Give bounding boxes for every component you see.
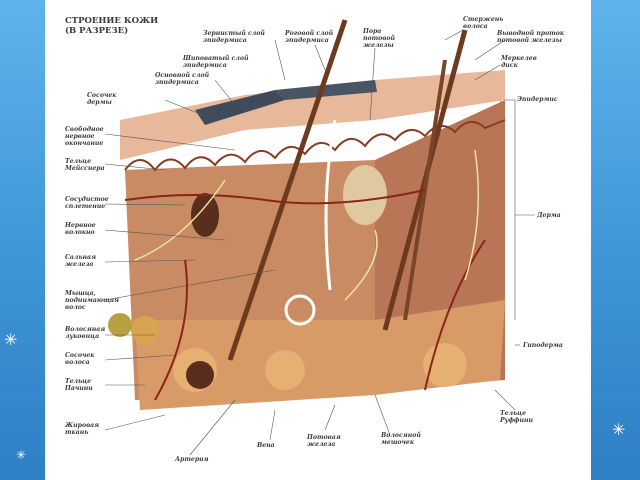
label-nerve-fiber: Нервное волокно [65, 222, 96, 236]
label-stratum-granulosum: Зернистый слой эпидермиса [203, 30, 265, 44]
label-arrector-pili: Мышца, поднимающая волос [65, 290, 119, 311]
stratum-band-2 [275, 80, 377, 100]
sebaceous-gland [343, 165, 387, 225]
leader-lines [104, 29, 535, 456]
diagram-title: СТРОЕНИЕ КОЖИ (В РАЗРЕЗЕ) [65, 16, 159, 36]
skin-illustration [104, 19, 535, 456]
label-pacinian-corpuscle: Тельце Пачини [65, 378, 93, 392]
label-adipose-tissue: Жировая ткань [65, 422, 100, 436]
label-ruffini-corpuscle: Тельце Руффини [500, 410, 534, 424]
papillae-line [124, 119, 506, 172]
label-hair-bulb: Волосяная луковица [65, 326, 106, 340]
hair-bulb [186, 361, 214, 389]
label-hair-papilla: Сосочек волоса [65, 352, 95, 366]
fat-lobule [423, 343, 467, 387]
label-free-nerve-ending: Свободное нервное окончание [65, 126, 104, 147]
nerve-fiber [344, 229, 378, 301]
vessel [154, 259, 188, 401]
label-vascular-plexus: Сосудистое сплетение [65, 196, 109, 210]
vessel [424, 239, 486, 391]
label-sweat-duct: Выводной проток потовой железы [497, 30, 565, 44]
vessel [124, 189, 426, 205]
fat-lobule [265, 350, 305, 390]
sparkle-icon-right: ✳ [612, 420, 626, 439]
label-sweat-gland: Потовая железа [307, 434, 341, 448]
label-hypodermis: Гиподерма [523, 342, 563, 349]
label-dermis: Дерма [537, 212, 561, 219]
label-stratum-spinosum: Шиповатый слой эпидермиса [183, 55, 249, 69]
pacinian-corpuscle [108, 313, 132, 337]
slide: СТРОЕНИЕ КОЖИ (В РАЗРЕЗЕ) [45, 0, 591, 480]
sparkle-icon-bottom: ✳ [16, 448, 27, 462]
stratum-band [195, 90, 285, 125]
label-vein: Вена [257, 442, 275, 449]
label-merkel-disc: Меркелев диск [501, 55, 537, 69]
hypodermis [135, 300, 505, 410]
label-hair-follicle: Волосяной мешочек [381, 432, 421, 446]
label-sebaceous-gland: Сальная железа [65, 254, 96, 268]
label-dermal-papilla: Сосочек дермы [87, 92, 117, 106]
sebaceous-gland [191, 193, 219, 237]
sweat-gland-coil [284, 294, 316, 326]
label-hair-shaft: Стержень волоса [463, 16, 504, 30]
fat-lobule [131, 316, 159, 344]
sparkle-icon-left: ✳ [4, 330, 18, 349]
label-meissner-corpuscle: Тельце Мейсснера [65, 158, 105, 172]
label-stratum-basale: Основной слой эпидермиса [155, 72, 210, 86]
nerve-fiber [464, 149, 480, 281]
label-artery: Артерия [175, 456, 209, 463]
nerve-fiber [134, 179, 226, 261]
hair-shaft [227, 19, 348, 361]
label-sweat-pore: Пора потовой железы [363, 28, 395, 49]
label-stratum-corneum: Роговой слой эпидермиса [285, 30, 334, 44]
label-epidermis: Эпидермис [517, 96, 558, 103]
